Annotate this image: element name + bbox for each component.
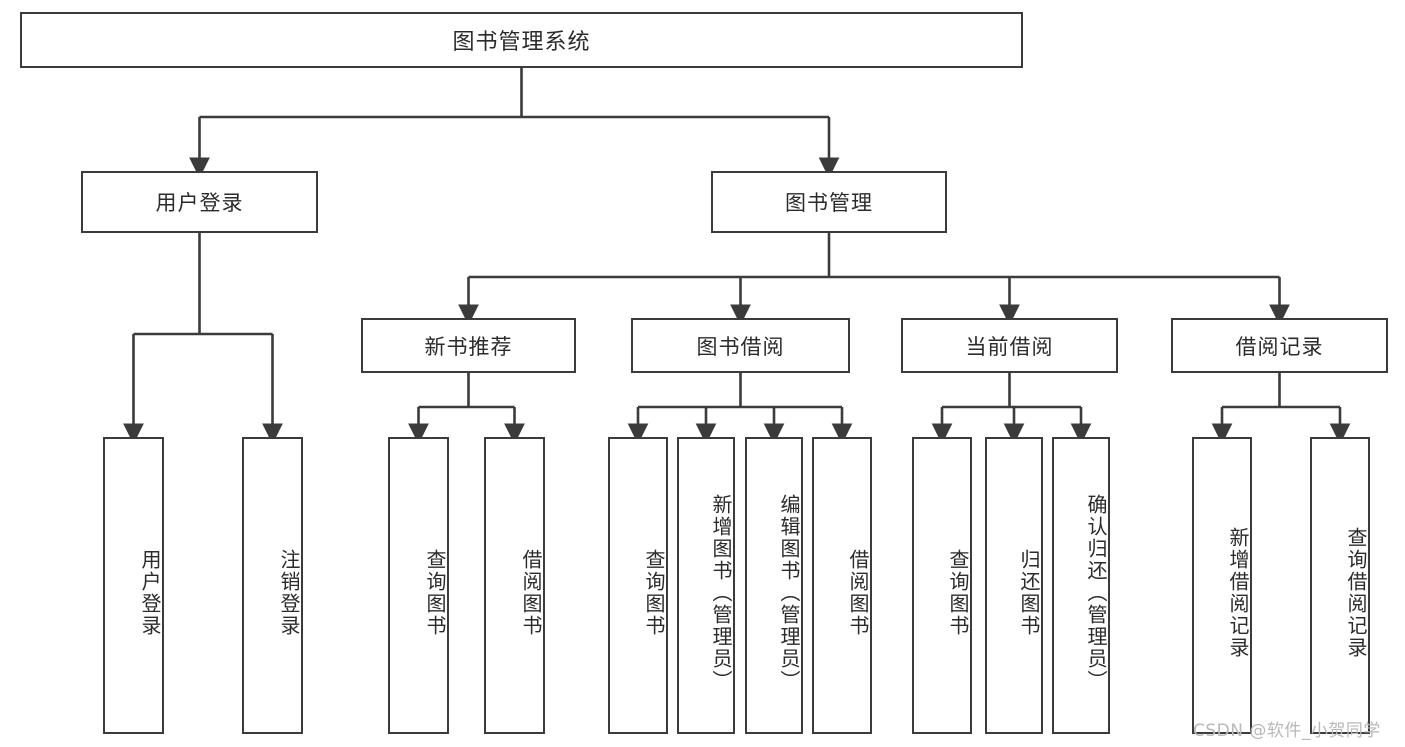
node-leaf-query-book-cb[interactable]: 查询图书 (912, 437, 972, 734)
node-book-manage[interactable]: 图书管理 (711, 171, 947, 233)
node-leaf-query-record[interactable]: 查询借阅记录 (1310, 437, 1370, 734)
node-leaf-query-book-bb[interactable]: 查询图书 (608, 437, 668, 734)
node-leaf-user-login[interactable]: 用户登录 (103, 437, 164, 734)
node-leaf-borrow-book-rec[interactable]: 借阅图书 (484, 437, 545, 734)
node-new-book-rec[interactable]: 新书推荐 (361, 318, 576, 373)
node-leaf-edit-book[interactable]: 编辑图书（管理员） (745, 437, 803, 734)
node-borrow-record[interactable]: 借阅记录 (1171, 318, 1388, 373)
node-leaf-confirm-return[interactable]: 确认归还（管理员） (1052, 437, 1110, 734)
watermark: CSDN @软件_小贺同学 (1193, 721, 1381, 741)
node-current-borrow[interactable]: 当前借阅 (901, 318, 1118, 373)
node-leaf-return-book[interactable]: 归还图书 (985, 437, 1043, 734)
node-leaf-add-record[interactable]: 新增借阅记录 (1192, 437, 1252, 734)
node-leaf-query-book-rec[interactable]: 查询图书 (388, 437, 449, 734)
node-book-borrow[interactable]: 图书借阅 (631, 318, 850, 373)
node-root[interactable]: 图书管理系统 (20, 12, 1023, 68)
node-leaf-add-book[interactable]: 新增图书（管理员） (677, 437, 735, 734)
node-user-login[interactable]: 用户登录 (81, 171, 318, 233)
node-leaf-user-logout[interactable]: 注销登录 (242, 437, 303, 734)
node-leaf-borrow-book-bb[interactable]: 借阅图书 (812, 437, 872, 734)
